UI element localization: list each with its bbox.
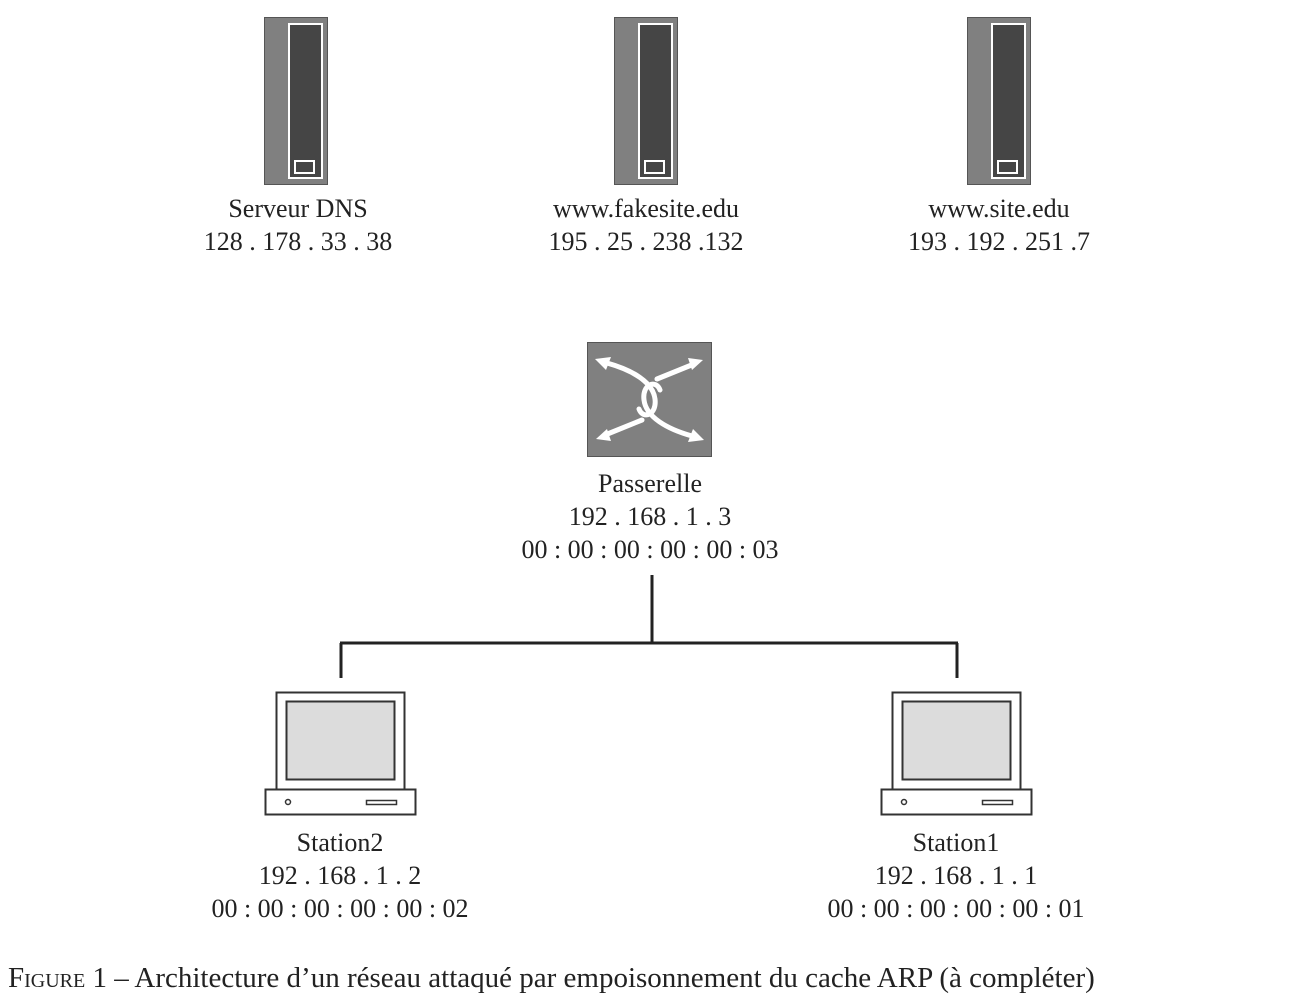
station-name: Station2	[296, 828, 384, 857]
station-name: Station1	[912, 828, 1000, 857]
server-ip: 128 . 178 . 33 . 38	[203, 227, 393, 256]
laptop-icon	[264, 691, 417, 816]
server-tower-icon	[264, 17, 328, 185]
station-ip: 192 . 168 . 1 . 1	[874, 861, 1038, 890]
station-mac: 00 : 00 : 00 : 00 : 00 : 01	[827, 894, 1085, 923]
server-name: Serveur DNS	[228, 194, 368, 223]
server-label-site: www.site.edu 193 . 192 . 251 .7	[908, 192, 1090, 258]
station-mac: 00 : 00 : 00 : 00 : 00 : 02	[211, 894, 469, 923]
gateway-name: Passerelle	[598, 469, 702, 498]
gateway-label: Passerelle 192 . 168 . 1 . 3 00 : 00 : 0…	[521, 467, 778, 566]
server-name: www.fakesite.edu	[552, 194, 740, 223]
server-ip: 193 . 192 . 251 .7	[908, 227, 1090, 256]
figure-label: Figure 1	[8, 962, 107, 994]
station-ip: 192 . 168 . 1 . 2	[258, 861, 422, 890]
gateway-ip: 192 . 168 . 1 . 3	[568, 502, 732, 531]
station-label-station2: Station2 192 . 168 . 1 . 2 00 : 00 : 00 …	[211, 826, 468, 925]
server-label-dns: Serveur DNS 128 . 178 . 33 . 38	[204, 192, 393, 258]
server-name: www.site.edu	[928, 194, 1070, 223]
router-switch-icon	[587, 342, 712, 457]
server-label-fakesite: www.fakesite.edu 195 . 25 . 238 .132	[549, 192, 744, 258]
server-tower-icon	[967, 17, 1031, 185]
gateway-mac: 00 : 00 : 00 : 00 : 00 : 03	[521, 535, 779, 564]
server-ip: 195 . 25 . 238 .132	[548, 227, 744, 256]
server-tower-icon	[614, 17, 678, 185]
laptop-icon	[880, 691, 1033, 816]
station-label-station1: Station1 192 . 168 . 1 . 1 00 : 00 : 00 …	[827, 826, 1084, 925]
caption-text: – Architecture d’un réseau attaqué par e…	[106, 962, 1095, 994]
figure-caption: Figure 1 – Architecture d’un réseau atta…	[8, 960, 1095, 996]
